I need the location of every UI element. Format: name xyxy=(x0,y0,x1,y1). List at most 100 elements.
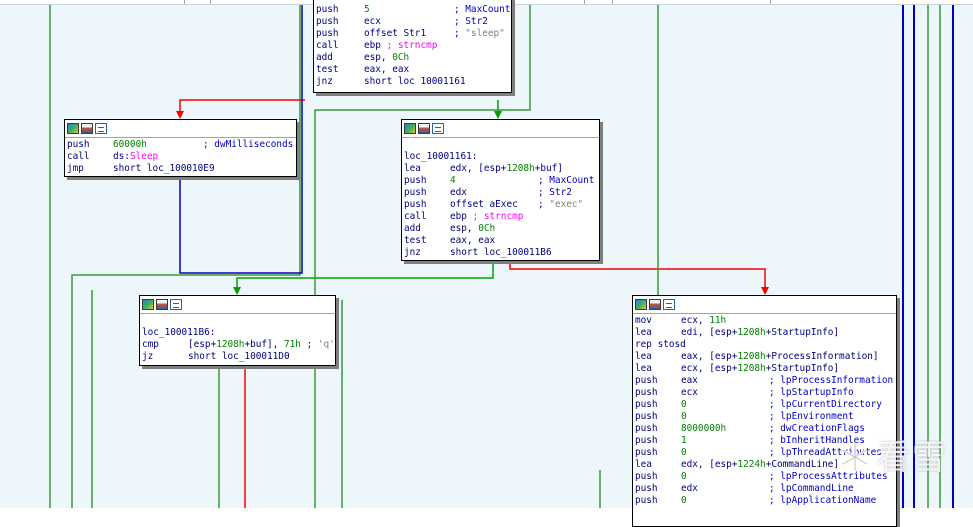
edit-color-icon[interactable] xyxy=(156,299,168,310)
comment: ; MaxCount xyxy=(538,175,594,187)
block-listing-icon[interactable] xyxy=(95,123,107,134)
block-listing-icon[interactable] xyxy=(663,299,675,310)
code-line[interactable]: jmp short loc_100010E9 xyxy=(67,163,296,175)
code-line[interactable]: cmp[esp+1208h+buf], 71h ; 'q' xyxy=(142,339,335,351)
mnemonic: test xyxy=(316,64,339,75)
comment-token: ; lpCurrentDirectory xyxy=(769,399,882,410)
mnemonic: lea xyxy=(635,363,652,374)
mnemonic: jmp xyxy=(67,163,84,174)
operand-token: 1208h xyxy=(737,351,766,362)
graph-color-icon[interactable] xyxy=(404,123,416,134)
operand-token: 1224h xyxy=(737,459,766,470)
comment-token: ; lpEnvironment xyxy=(769,411,854,422)
operands: offset aExec xyxy=(450,199,518,211)
operand-token: edx, [esp+ xyxy=(681,459,738,470)
code-line[interactable]: loc_100011B6: xyxy=(142,327,335,339)
comment-token: ; lpProcessAttributes xyxy=(769,471,888,482)
code-line[interactable]: push 0 ; lpCurrentDirectory xyxy=(635,399,896,411)
mnemonic: loc_10001161: xyxy=(404,151,478,162)
arrowhead-exec xyxy=(494,111,502,119)
edit-color-icon[interactable] xyxy=(418,123,430,134)
edge-to-sleep xyxy=(179,99,305,116)
operands: ecx xyxy=(364,16,381,28)
graph-color-icon[interactable] xyxy=(67,123,79,134)
edit-color-icon[interactable] xyxy=(649,299,661,310)
operand-token: edx xyxy=(450,187,467,198)
edit-color-icon[interactable] xyxy=(81,123,93,134)
mnemonic: push xyxy=(635,399,658,410)
graph-color-icon[interactable] xyxy=(142,299,154,310)
operands: short loc_100010E9 xyxy=(113,163,215,175)
code-line[interactable] xyxy=(142,315,335,327)
operands: edx, [esp+1224h+CommandLine] xyxy=(681,459,839,471)
block-listing-icon[interactable] xyxy=(432,123,444,134)
operand-token: edx xyxy=(681,483,698,494)
comment-token: ; lpProcessInformation xyxy=(769,375,894,386)
mnemonic: loc_100011B6: xyxy=(142,327,216,338)
mnemonic: push xyxy=(67,139,90,150)
operand-token: offset Str1 xyxy=(364,28,427,39)
comment-token: "exec" xyxy=(549,199,584,210)
comment: ; "sleep" xyxy=(454,28,505,40)
operands: 60000h xyxy=(113,139,147,151)
operands: short loc 10001161 xyxy=(364,76,466,88)
comment: ; lpProcessInformation xyxy=(769,375,893,387)
operand-token: 71h xyxy=(283,339,301,350)
code-line[interactable] xyxy=(404,139,599,151)
comment: ; lpStartupInfo xyxy=(769,387,854,399)
operands: esp, 0Ch xyxy=(364,52,409,64)
operands: 0 xyxy=(681,399,687,411)
operands: edi, [esp+1208h+StartupInfo] xyxy=(681,327,839,339)
operand-token: Sleep xyxy=(129,151,159,162)
graph-color-icon[interactable] xyxy=(635,299,647,310)
operand-token: 1208h xyxy=(506,163,535,174)
code-block-quit-check[interactable]: loc_100011B6:cmp[esp+1208h+buf], 71h ; '… xyxy=(139,295,336,366)
arrowhead-create xyxy=(761,287,769,295)
code-line[interactable]: rep stosd xyxy=(635,339,896,351)
block-listing-icon[interactable] xyxy=(170,299,182,310)
operand-token: ecx, [esp+ xyxy=(681,363,738,374)
comment-token: ; lpCommandLine xyxy=(769,483,854,494)
operands: ecx, 11h xyxy=(681,315,726,327)
operand-token: 'q' xyxy=(317,339,335,350)
code-line[interactable]: loc_10001161: xyxy=(404,151,599,163)
mnemonic: jz xyxy=(142,351,154,362)
